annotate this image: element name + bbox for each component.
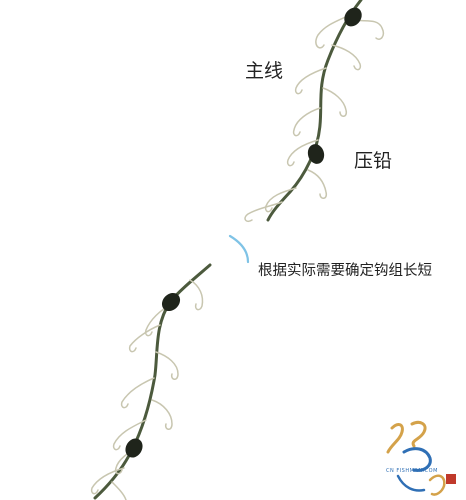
sinker-1 [344, 7, 362, 27]
sinker-label: 压铅 [354, 150, 393, 172]
watermark-logo [386, 420, 456, 496]
sinker-3 [161, 292, 181, 312]
main-line-upper [266, 0, 363, 222]
length-note-label: 根据实际需要确定钩组长短 [258, 263, 432, 279]
break-mark [228, 234, 250, 264]
hook-snells [90, 13, 385, 500]
main-line-label: 主线 [245, 60, 284, 82]
main-line-lower [93, 263, 212, 500]
sinker-4 [125, 438, 143, 458]
sinker-2 [307, 144, 325, 164]
watermark-text: CN FISHMAN.COM [386, 468, 438, 474]
